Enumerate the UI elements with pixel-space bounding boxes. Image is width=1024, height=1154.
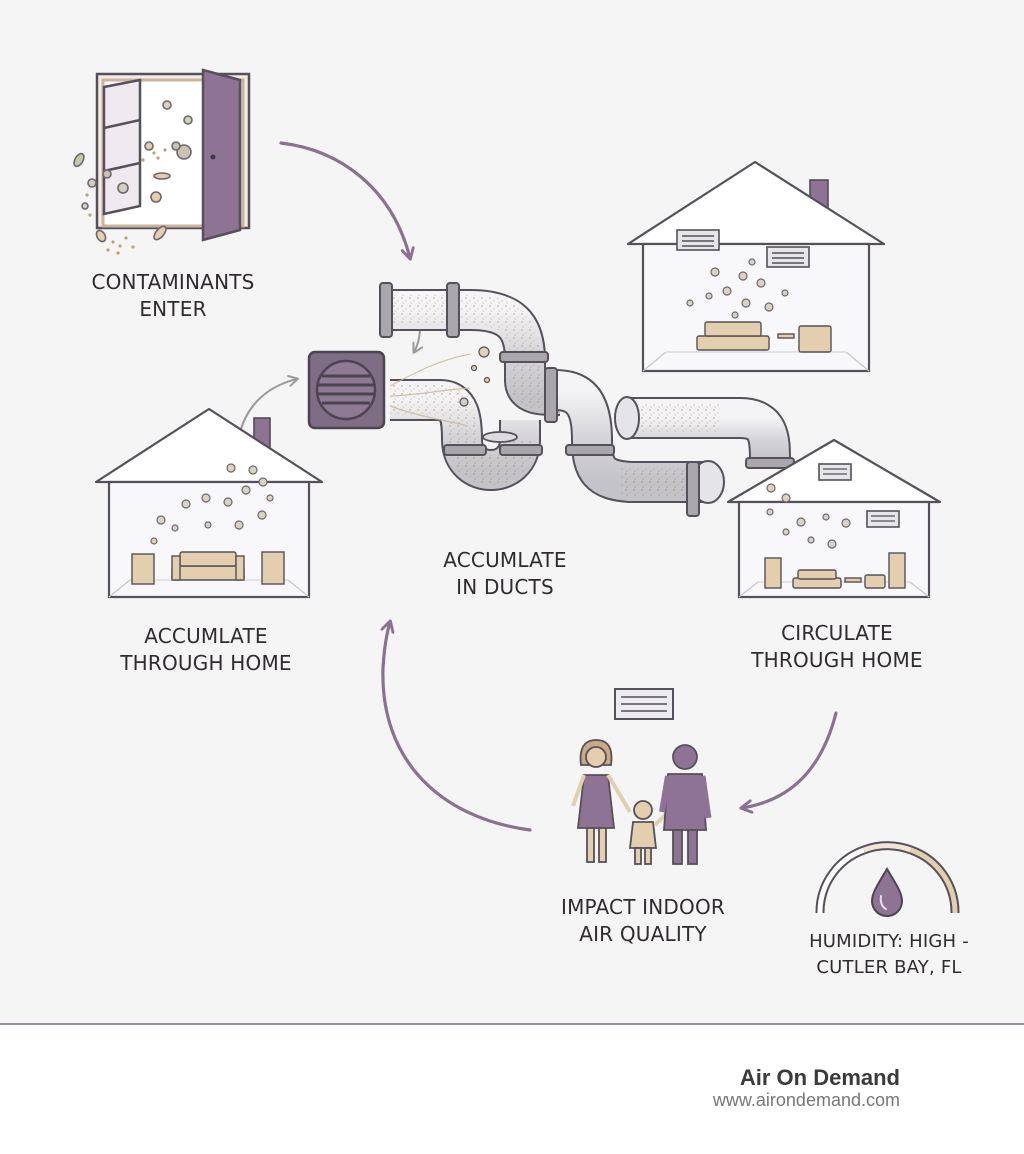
footer-divider [0,1023,1024,1025]
label-line: HUMIDITY: HIGH - [809,931,969,952]
duct-pipes-icon [379,282,795,517]
label-humidity: HUMIDITY: HIGH - CUTLER BAY, FL [786,929,992,981]
footer [0,1025,1024,1154]
label-line: CIRCULATE [781,621,893,645]
label-accumulate-ducts: ACCUMLATE IN DUCTS [400,547,610,601]
door-icon [73,68,251,255]
label-line: CUTLER BAY, FL [816,957,962,978]
family-icon [571,739,712,865]
vent-grille-icon [614,688,674,720]
arrow-enter-to-ducts [279,141,410,258]
water-drop-icon [870,867,904,917]
intake-vent-icon [307,346,491,430]
humidity-gauge-icon [815,841,960,917]
label-line: IMPACT INDOOR [560,895,726,919]
label-line: THROUGH HOME [751,648,923,672]
label-impact-air-quality: IMPACT INDOOR AIR QUALITY [533,894,753,948]
house-icon-circulate [726,438,942,599]
label-line: CONTAMINANTS [91,270,255,294]
cycle-arrows [279,141,838,832]
house-icon-accumulate [94,407,324,599]
arrow-impact-to-accumulate [383,622,532,832]
label-line: ACCUMLATE [443,548,567,572]
label-line: ENTER [139,297,207,321]
label-accumulate-home: ACCUMLATE THROUGH HOME [96,623,316,677]
brand-name: Air On Demand [739,1065,900,1090]
label-circulate-home: CIRCULATE THROUGH HOME [727,620,947,674]
label-line: IN DUCTS [456,575,554,599]
label-line: THROUGH HOME [120,651,292,675]
arrow-circulate-to-impact [742,711,838,808]
label-line: AIR QUALITY [579,922,707,946]
brand-url[interactable]: www.airondemand.com [712,1090,900,1110]
label-contaminants-enter: CONTAMINANTS ENTER [68,269,278,323]
house-icon-top [626,160,886,373]
label-line: ACCUMLATE [144,624,268,648]
